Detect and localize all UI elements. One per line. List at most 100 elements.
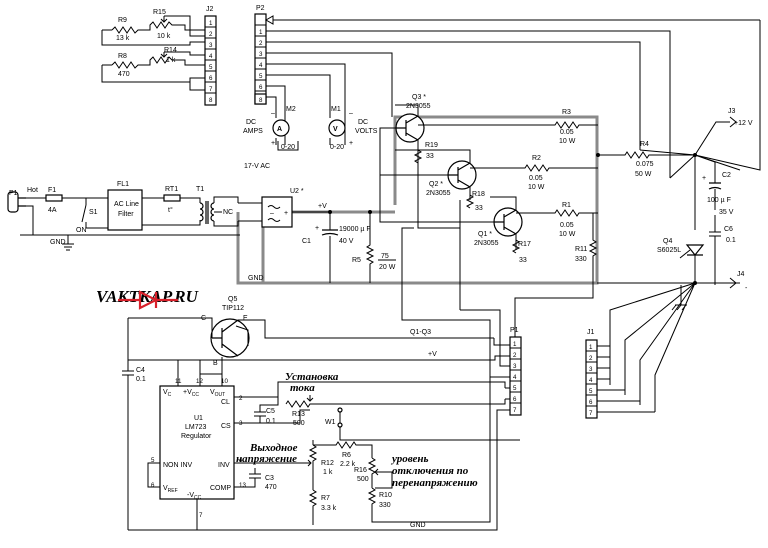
c3-value: 470 bbox=[265, 484, 277, 491]
lm723-regulator: U1 LM723 Regulator VC +VCC VOUT CL CS IN… bbox=[122, 318, 510, 531]
p1-plug-label: P1 bbox=[9, 190, 18, 197]
j4-label: J4 bbox=[737, 271, 745, 278]
s1-label: S1 bbox=[89, 209, 98, 216]
current-sense-network: C5 0.1 R13 500 W1 Установка тока bbox=[234, 371, 520, 441]
gnd-rail-label: GND bbox=[248, 275, 264, 282]
m2-label: M2 bbox=[286, 106, 296, 113]
r17-value: 33 bbox=[519, 257, 527, 264]
p2-pin-6: 6 bbox=[259, 84, 263, 91]
rt1-symbol: t° bbox=[168, 206, 173, 214]
r15-ref: R15 bbox=[153, 9, 166, 16]
hot-label: Hot bbox=[27, 187, 38, 194]
pin-num-6: 6 bbox=[151, 482, 155, 489]
w1-label: W1 bbox=[325, 419, 336, 426]
ovp-annotation-line3: перенапряжению bbox=[392, 477, 478, 489]
j3-label: J3 bbox=[728, 108, 736, 115]
c4-value: 0.1 bbox=[136, 376, 146, 383]
r18-ref: R18 bbox=[472, 191, 485, 198]
pin-cs: CS bbox=[221, 423, 231, 430]
f1-value: 4A bbox=[48, 207, 57, 214]
r1-power: 10 W bbox=[559, 231, 576, 238]
r16-value: 500 bbox=[357, 476, 369, 483]
j1-connector: J1 1 2 3 4 5 6 7 bbox=[585, 329, 655, 419]
c2-ref: C2 bbox=[722, 172, 731, 179]
emitter-resistors: R3 0.05 10 W R2 0.05 10 W R1 0.05 10 W R… bbox=[418, 109, 695, 370]
j2-connector: J2 1 2 3 4 5 6 7 8 bbox=[204, 6, 217, 106]
pin-num-4: 4 bbox=[239, 457, 243, 464]
q5-part: TIP112 bbox=[222, 305, 244, 312]
r13-value: 500 bbox=[293, 420, 305, 427]
j2-label: J2 bbox=[206, 6, 214, 13]
c5-value: 0.1 bbox=[266, 418, 276, 425]
r3-ref: R3 bbox=[562, 109, 571, 116]
c6-ref: C6 bbox=[724, 226, 733, 233]
u1-label: U1 bbox=[194, 415, 203, 422]
p1-pin-7: 7 bbox=[513, 407, 517, 414]
ovp-annotation-line1: уровень bbox=[390, 453, 429, 465]
j3-value: +12 V bbox=[734, 120, 753, 127]
c1-polarity: + bbox=[315, 225, 319, 232]
c2-polarity: + bbox=[702, 175, 706, 182]
j1-pin-2: 2 bbox=[589, 355, 593, 362]
ovp-annotation-line2: отключения по bbox=[392, 465, 469, 477]
r14-value: 1 k bbox=[166, 57, 176, 64]
p1-pin-2: 2 bbox=[513, 352, 517, 359]
r2-ref: R2 bbox=[532, 155, 541, 162]
j1-pin-7: 7 bbox=[589, 410, 593, 417]
site-watermark: VAKTKAP.RU bbox=[96, 287, 199, 310]
p2-pin-1: 1 bbox=[259, 29, 263, 36]
r4-power: 50 W bbox=[635, 171, 652, 178]
p2-connector: P2 1 2 3 4 5 6 7 8 bbox=[254, 5, 760, 178]
m1-minus: – bbox=[349, 110, 353, 117]
c1-value: 19000 µ F bbox=[339, 226, 371, 233]
r10-value: 330 bbox=[379, 502, 391, 509]
q1-ref: Q1 * bbox=[478, 231, 492, 238]
j2-pin-2: 2 bbox=[209, 31, 213, 38]
nc-label: NC bbox=[223, 209, 233, 216]
meter-m1: V M1 – + DC VOLTS 0-20 bbox=[328, 106, 378, 151]
m2-range: 0-20 bbox=[281, 144, 295, 151]
pin-num-2: 2 bbox=[239, 395, 243, 402]
ac-voltage-label: 17-V AC bbox=[244, 163, 270, 170]
pin-num-13: 13 bbox=[239, 482, 246, 489]
pin-num-7: 7 bbox=[199, 512, 203, 519]
gnd-input-label: GND bbox=[50, 239, 66, 246]
ac-input-section: P1 Hot F1 4A S1 ON GND FL1 AC Line Filte… bbox=[7, 181, 240, 251]
r3-value: 0.05 bbox=[560, 129, 574, 136]
q4-part: S6025L bbox=[657, 247, 681, 254]
pin-vout: VOUT bbox=[210, 389, 225, 398]
r4-value: 0.075 bbox=[636, 161, 654, 168]
pin-num-10: 10 bbox=[221, 378, 228, 385]
pin-non-inv: NON INV bbox=[163, 462, 193, 469]
q4-ref: Q4 bbox=[663, 238, 672, 245]
m2-plus: + bbox=[271, 140, 275, 147]
vout-annotation-line2: напряжение bbox=[236, 453, 297, 465]
bridge-rectifier-u2: – + U2 * +V bbox=[238, 188, 327, 228]
j1-pin-3: 3 bbox=[589, 366, 593, 373]
q2-ref: Q2 * bbox=[429, 181, 443, 188]
p2-pin-4: 4 bbox=[259, 62, 263, 69]
p1-header-label: P1 bbox=[510, 327, 519, 334]
m1-line2: VOLTS bbox=[355, 128, 378, 135]
pin-num-5: 5 bbox=[151, 457, 155, 464]
r1-ref: R1 bbox=[562, 202, 571, 209]
meter-m2: A M2 – + DC AMPS 0-20 bbox=[243, 106, 299, 151]
rectifier-minus: – bbox=[270, 210, 274, 217]
c2-voltage: 35 V bbox=[719, 209, 734, 216]
m1-label: M1 bbox=[331, 106, 341, 113]
p2-pin-8: 8 bbox=[259, 97, 263, 104]
j2-pin-5: 5 bbox=[209, 64, 213, 71]
r3-power: 10 W bbox=[559, 138, 576, 145]
r4-ref: R4 bbox=[640, 141, 649, 148]
j1-pin-4: 4 bbox=[589, 377, 593, 384]
m1-symbol: V bbox=[333, 126, 338, 133]
q1-part: 2N3055 bbox=[474, 240, 499, 247]
r13-ref: R13 bbox=[292, 411, 305, 418]
r5-ref: R5 bbox=[352, 257, 361, 264]
u2-label: U2 * bbox=[290, 188, 304, 195]
p1-pin-4: 4 bbox=[513, 374, 517, 381]
c1-voltage: 40 V bbox=[339, 238, 354, 245]
c4-ref: C4 bbox=[136, 367, 145, 374]
j2-pin-7: 7 bbox=[209, 86, 213, 93]
